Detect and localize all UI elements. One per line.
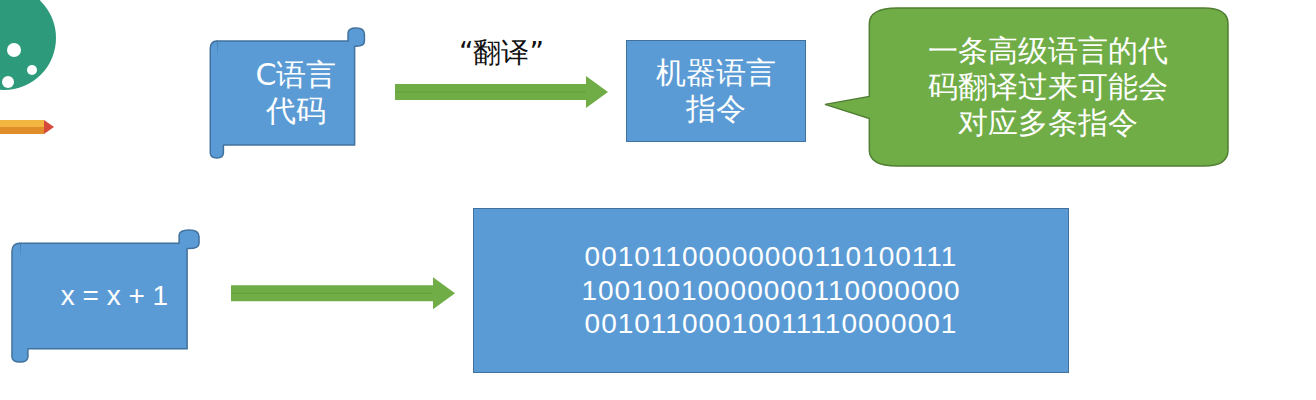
icon-dot xyxy=(2,76,14,88)
scroll-curl xyxy=(348,28,364,46)
code-scroll: C语言 代码 xyxy=(207,28,371,158)
binary-line: 10010010000000110000000 xyxy=(581,274,960,308)
pencil-shade xyxy=(0,127,44,134)
arrow-shaft xyxy=(395,84,586,100)
node-text: x = x + 1 xyxy=(61,279,168,313)
node-text: 机器语言 指令 xyxy=(641,55,791,127)
binary-line: 00101100010011110000001 xyxy=(585,307,958,341)
icon-dot xyxy=(27,65,37,75)
node-text: 一条高级语言的代 码翻译过来可能会 对应多条指令 xyxy=(898,33,1198,141)
scroll-body xyxy=(20,243,187,349)
pencil-tip xyxy=(44,120,54,134)
arrow-head xyxy=(433,277,455,309)
pencil-body xyxy=(0,120,44,134)
callout-bubble: 一条高级语言的代 码翻译过来可能会 对应多条指令 xyxy=(825,8,1228,166)
bubble-body xyxy=(825,8,1228,166)
arrow-edge xyxy=(395,92,586,93)
instruction-box: 机器语言 指令 xyxy=(626,40,806,142)
icon-circle xyxy=(0,0,56,90)
arrow-edge xyxy=(231,293,433,294)
node-text: C语言 代码 xyxy=(236,57,356,129)
flow-arrow xyxy=(395,76,608,108)
scroll-roll xyxy=(210,41,223,158)
scroll-curl xyxy=(179,230,199,248)
arrow-shaft xyxy=(231,285,433,301)
arrow-head xyxy=(586,76,608,108)
icon-dot xyxy=(7,43,21,57)
edge-label: “翻译” xyxy=(457,34,546,72)
binary-box: 0010110000000011010011110010010000000110… xyxy=(473,208,1069,373)
binary-line: 00101100000000110100111 xyxy=(585,240,958,274)
scroll-roll xyxy=(12,243,28,362)
flow-arrow xyxy=(231,277,455,309)
code-scroll: x = x + 1 xyxy=(8,230,207,362)
